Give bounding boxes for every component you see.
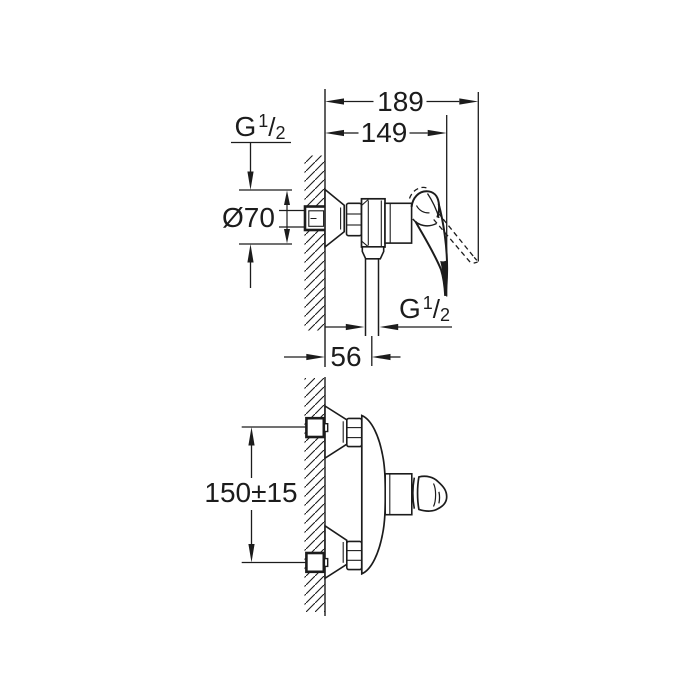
hex-nut <box>345 417 363 448</box>
arrowhead <box>325 129 344 137</box>
dimension-56 <box>284 336 401 366</box>
arrowhead <box>306 353 325 361</box>
thread-slash: / <box>432 293 441 324</box>
arrowhead <box>247 244 254 263</box>
dim-label-150: 150±15 <box>204 477 298 508</box>
arrowhead <box>248 427 255 446</box>
arrowhead <box>284 229 290 244</box>
cartridge-housing <box>384 472 413 516</box>
union-square-inner <box>308 210 325 227</box>
arrowhead <box>459 98 479 105</box>
arrowhead <box>427 129 447 137</box>
mixer-plan-view <box>305 404 448 580</box>
outlet-thread-dimension <box>325 323 452 331</box>
hex-nut <box>345 540 363 571</box>
handle-lever <box>410 190 449 296</box>
outlet-nut <box>361 246 385 260</box>
dimension-70 <box>239 189 292 245</box>
escutcheon <box>324 187 345 249</box>
hex-nut <box>345 202 363 237</box>
dim-label-189: 189 <box>377 86 424 117</box>
arrowhead <box>247 171 254 190</box>
handle-lever-dashed-position <box>408 186 480 265</box>
thread-prefix: G <box>234 110 257 142</box>
dimension-150 <box>241 426 307 564</box>
wall-section-plan-view <box>304 377 326 616</box>
thread-slash: / <box>268 111 276 142</box>
dimension-189 <box>325 92 479 262</box>
arrowhead <box>371 353 391 361</box>
thread-numerator: 1 <box>258 110 269 131</box>
wall-hatching <box>304 155 325 331</box>
thread-numerator: 1 <box>422 292 433 313</box>
inlet-thread-leader <box>231 141 291 288</box>
arrowhead <box>345 323 365 331</box>
arrowhead <box>284 190 290 205</box>
wall-hatching <box>304 378 325 612</box>
arrowhead <box>379 323 399 331</box>
arrowhead <box>325 98 344 105</box>
union-square <box>305 551 326 574</box>
handle-lever <box>412 475 448 512</box>
thread-prefix: G <box>398 292 421 324</box>
mixer-body <box>360 414 387 576</box>
cartridge-housing <box>384 202 413 244</box>
dim-label-149: 149 <box>360 116 408 148</box>
dim-label-diameter-70: Ø70 <box>222 201 275 233</box>
thread-denominator: 2 <box>275 122 286 143</box>
mixer-side-view <box>279 186 480 336</box>
arrowhead <box>248 544 255 563</box>
thread-denominator: 2 <box>440 304 451 325</box>
union-square <box>305 416 326 439</box>
dim-label-56: 56 <box>330 340 362 372</box>
